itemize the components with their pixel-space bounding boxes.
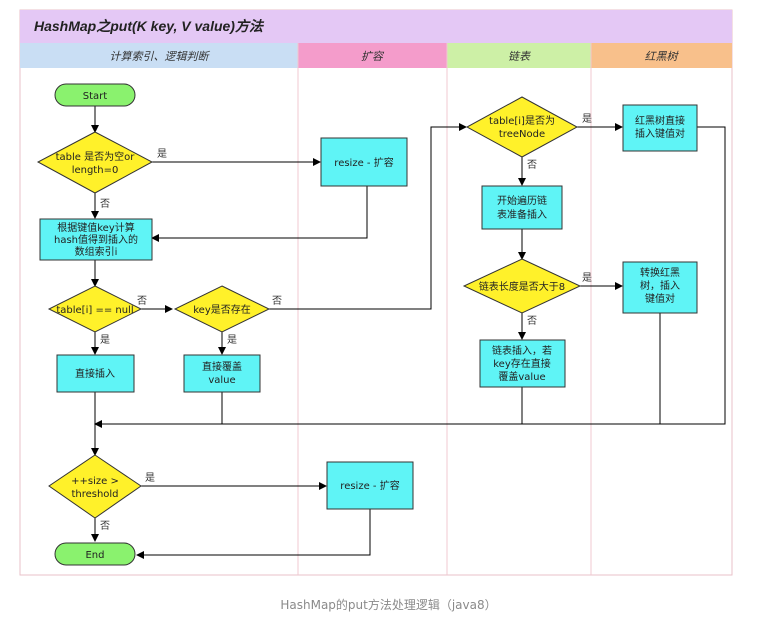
direct-insert-label: 直接插入 xyxy=(75,367,115,380)
decision-table-empty-line1: table 是否为空or xyxy=(56,150,136,163)
label-empty-yes: 是 xyxy=(157,148,167,160)
edge-rb-down xyxy=(94,126,726,428)
figure-caption: HashMap的put方法处理逻辑（java8） xyxy=(280,598,497,612)
label-null-yes: 是 xyxy=(100,334,110,346)
lane-header-index xyxy=(20,43,298,68)
calc-index-line3: 数组索引i xyxy=(75,245,118,258)
decision-list-length: 链表长度是否大于8 xyxy=(462,258,582,314)
label-empty-no: 否 xyxy=(100,198,110,210)
list-insert-box: 链表插入，若 key存在直接 覆盖value xyxy=(479,339,566,388)
resize-box-2: resize - 扩容 xyxy=(326,461,414,510)
traverse-list-box: 开始遍历链 表准备插入 xyxy=(481,185,563,230)
edge-resize2-to-end xyxy=(136,509,371,559)
end-node: End xyxy=(54,542,136,566)
start-label: Start xyxy=(83,91,108,102)
label-key-yes: 是 xyxy=(227,334,237,346)
label-key-no: 否 xyxy=(272,295,282,307)
diagram-title: HashMap之put(K key, V value)方法 xyxy=(34,18,265,34)
decision-null-label: table[i] == null xyxy=(56,305,133,316)
convert-rbtree-line1: 转换红黑 xyxy=(640,266,680,279)
calc-index-box: 根据键值key计算 hash值得到插入的 数组索引i xyxy=(39,218,153,261)
lane-title-tree: 红黑树 xyxy=(645,50,680,63)
lane-title-resize: 扩容 xyxy=(361,50,385,63)
calc-index-line2: hash值得到插入的 xyxy=(54,233,138,246)
resize-box-2-label: resize - 扩容 xyxy=(340,479,399,492)
decision-threshold-line2: threshold xyxy=(71,489,118,500)
convert-rbtree-line2: 树，插入 xyxy=(640,279,680,292)
overwrite-value-box: 直接覆盖 value xyxy=(183,354,261,393)
edge-resize-to-calc xyxy=(151,186,368,242)
list-insert-line1: 链表插入，若 xyxy=(492,344,552,357)
convert-rbtree-line3: 键值对 xyxy=(645,292,675,305)
label-len-yes: 是 xyxy=(582,272,592,284)
rbtree-insert-box: 红黑树直接 插入键值对 xyxy=(622,104,698,152)
label-threshold-yes: 是 xyxy=(145,472,155,484)
decision-tree-node-line2: treeNode xyxy=(499,129,545,140)
edge-key-no-tree xyxy=(269,123,467,310)
label-threshold-no: 否 xyxy=(100,520,110,532)
traverse-list-line2: 表准备插入 xyxy=(497,208,547,221)
resize-box-1-label: resize - 扩容 xyxy=(334,156,393,169)
rbtree-insert-line2: 插入键值对 xyxy=(635,127,685,140)
start-node: Start xyxy=(54,83,136,107)
decision-threshold-line1: ++size > xyxy=(71,476,119,487)
decision-null: table[i] == null xyxy=(47,285,143,333)
label-tree-no: 否 xyxy=(527,159,537,171)
decision-table-empty-line2: length=0 xyxy=(72,165,119,176)
decision-key-exists-label: key是否存在 xyxy=(193,303,251,316)
resize-box-1: resize - 扩容 xyxy=(320,137,408,187)
decision-tree-node: table[i]是否为 treeNode xyxy=(465,96,579,158)
label-len-no: 否 xyxy=(527,315,537,327)
decision-table-empty: table 是否为空or length=0 xyxy=(36,131,154,194)
decision-tree-node-line1: table[i]是否为 xyxy=(489,115,555,127)
lane-header-resize xyxy=(298,43,447,68)
rbtree-insert-line1: 红黑树直接 xyxy=(635,114,685,127)
lane-header-tree xyxy=(591,43,732,68)
decision-key-exists: key是否存在 xyxy=(173,285,271,333)
calc-index-line1: 根据键值key计算 xyxy=(57,221,135,234)
lane-header-list xyxy=(447,43,591,68)
direct-insert-box: 直接插入 xyxy=(56,354,135,393)
label-null-no: 否 xyxy=(137,295,147,307)
list-insert-line2: key存在直接 xyxy=(493,357,551,370)
list-insert-line3: 覆盖value xyxy=(498,370,545,383)
decision-list-length-label: 链表长度是否大于8 xyxy=(479,280,565,293)
label-tree-yes: 是 xyxy=(582,113,592,125)
decision-threshold: ++size > threshold xyxy=(48,454,142,519)
overwrite-value-line1: 直接覆盖 xyxy=(202,360,242,373)
lane-title-list: 链表 xyxy=(508,50,531,63)
end-label: End xyxy=(85,550,104,561)
convert-rbtree-box: 转换红黑 树，插入 键值对 xyxy=(622,261,698,314)
flowchart: HashMap之put(K key, V value)方法 计算索引、逻辑判断 … xyxy=(19,9,733,576)
traverse-list-line1: 开始遍历链 xyxy=(497,194,547,207)
overwrite-value-line2: value xyxy=(208,375,235,386)
lane-title-index: 计算索引、逻辑判断 xyxy=(110,50,211,63)
title-bar xyxy=(20,10,732,43)
